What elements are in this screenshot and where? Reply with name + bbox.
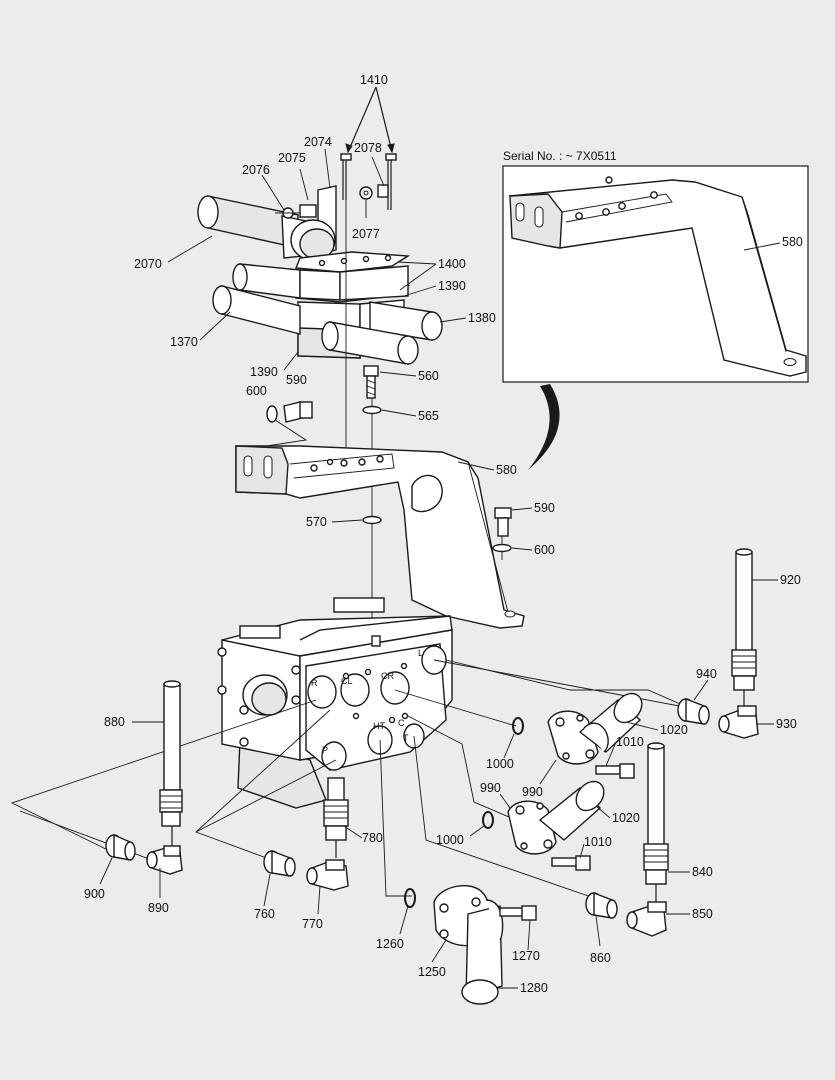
- callout-1010-upper: 1010: [616, 735, 644, 749]
- callout-770: 770: [302, 917, 323, 931]
- callout-2075: 2075: [278, 151, 306, 165]
- o-ring-1260: [404, 888, 416, 908]
- callout-880: 880: [104, 715, 125, 729]
- port-label-t: T: [403, 733, 409, 743]
- flange-fitting-upper-990: [547, 692, 643, 765]
- bolt-1010-lower: [551, 855, 591, 871]
- bolt-1270: [499, 905, 537, 921]
- callout-1390-upper: 1390: [438, 279, 466, 293]
- callout-2070: 2070: [134, 257, 162, 271]
- port-label-ht: HT: [373, 721, 385, 731]
- callout-990-lower: 990: [480, 781, 501, 795]
- hose-920: [731, 548, 757, 706]
- washer-570: [362, 515, 382, 525]
- inset-label-580: 580: [782, 235, 803, 249]
- callout-940: 940: [696, 667, 717, 681]
- elbow-770: [306, 859, 349, 891]
- callout-590-left: 590: [286, 373, 307, 387]
- callout-850: 850: [692, 907, 713, 921]
- port-labels: R CL CR L HT C T P: [311, 648, 423, 755]
- callout-1020-upper: 1020: [660, 723, 688, 737]
- inset-panel: Serial No. : ~ 7X0511 580: [502, 149, 809, 383]
- callout-570: 570: [306, 515, 327, 529]
- port-connection-lines: [10, 659, 709, 901]
- callout-1270: 1270: [512, 949, 540, 963]
- hose-780: [323, 777, 349, 858]
- nut-2078: [377, 184, 389, 198]
- callout-1010-lower: 1010: [584, 835, 612, 849]
- inset-pointer-arrow: [528, 384, 560, 470]
- adapter-940: [677, 697, 710, 725]
- callout-2077: 2077: [352, 227, 380, 241]
- callout-1000-lower: 1000: [436, 833, 464, 847]
- port-label-c: C: [398, 718, 405, 728]
- control-valve-body: [217, 597, 453, 809]
- callout-2074: 2074: [304, 135, 332, 149]
- callout-1020-lower: 1020: [612, 811, 640, 825]
- hose-840: [643, 742, 669, 902]
- callout-990-upper: 990: [522, 785, 543, 799]
- callout-580: 580: [496, 463, 517, 477]
- callout-1000-upper: 1000: [486, 757, 514, 771]
- callout-930: 930: [776, 717, 797, 731]
- adapter-900: [105, 833, 136, 861]
- elbow-850: [626, 901, 667, 937]
- bolt-590-left: [283, 401, 313, 423]
- callout-890: 890: [148, 901, 169, 915]
- plate-1400: [295, 251, 411, 273]
- callout-600-left: 600: [246, 384, 267, 398]
- callout-920: 920: [780, 573, 801, 587]
- elbow-930: [718, 705, 759, 739]
- callout-1380: 1380: [468, 311, 496, 325]
- hose-880: [159, 680, 183, 846]
- washer-600-left: [266, 405, 278, 423]
- callout-1280: 1280: [520, 981, 548, 995]
- callout-labels: 1410 2074 2078 2075 2076 2077 2070 1400 …: [84, 73, 801, 995]
- callout-1400: 1400: [438, 257, 466, 271]
- inset-leader: [743, 242, 781, 251]
- port-label-cl: CL: [341, 676, 353, 686]
- callout-2076: 2076: [242, 163, 270, 177]
- callout-600-right: 600: [534, 543, 555, 557]
- callout-1250: 1250: [418, 965, 446, 979]
- callout-560: 560: [418, 369, 439, 383]
- callout-565: 565: [418, 409, 439, 423]
- tilt-sensor-2070: [197, 185, 337, 261]
- washer-565: [362, 405, 382, 415]
- callout-780: 780: [362, 831, 383, 845]
- o-ring-1000-lower: [482, 811, 494, 829]
- port-label-p: P: [322, 745, 328, 755]
- bracket-580: [235, 445, 525, 629]
- adapter-760: [263, 849, 296, 877]
- callout-1370: 1370: [170, 335, 198, 349]
- callout-840: 840: [692, 865, 713, 879]
- flange-1250: [433, 885, 504, 1005]
- callout-2078: 2078: [354, 141, 382, 155]
- callout-1410: 1410: [360, 73, 388, 87]
- washer-600-right: [492, 543, 512, 553]
- callout-leaders: [99, 148, 778, 989]
- bolt-1010-upper: [595, 763, 635, 779]
- callout-900: 900: [84, 887, 105, 901]
- flange-fitting-lower-990: [507, 780, 605, 855]
- elbow-890: [146, 845, 183, 875]
- port-label-r: R: [311, 678, 318, 688]
- bolt-590-right: [494, 507, 512, 537]
- bolt-560: [363, 365, 379, 399]
- callout-590-right: 590: [534, 501, 555, 515]
- inset-bracket: [508, 176, 807, 377]
- o-ring-1000-upper: [512, 717, 524, 735]
- callout-1260: 1260: [376, 937, 404, 951]
- adapter-860: [585, 891, 618, 919]
- callout-760: 760: [254, 907, 275, 921]
- callout-860: 860: [590, 951, 611, 965]
- serial-number-text: Serial No. : ~ 7X0511: [503, 149, 617, 163]
- callout-1390-lower: 1390: [250, 365, 278, 379]
- rods-1370-1380: [212, 285, 443, 365]
- port-label-l: L: [418, 648, 423, 658]
- port-label-cr: CR: [381, 671, 394, 681]
